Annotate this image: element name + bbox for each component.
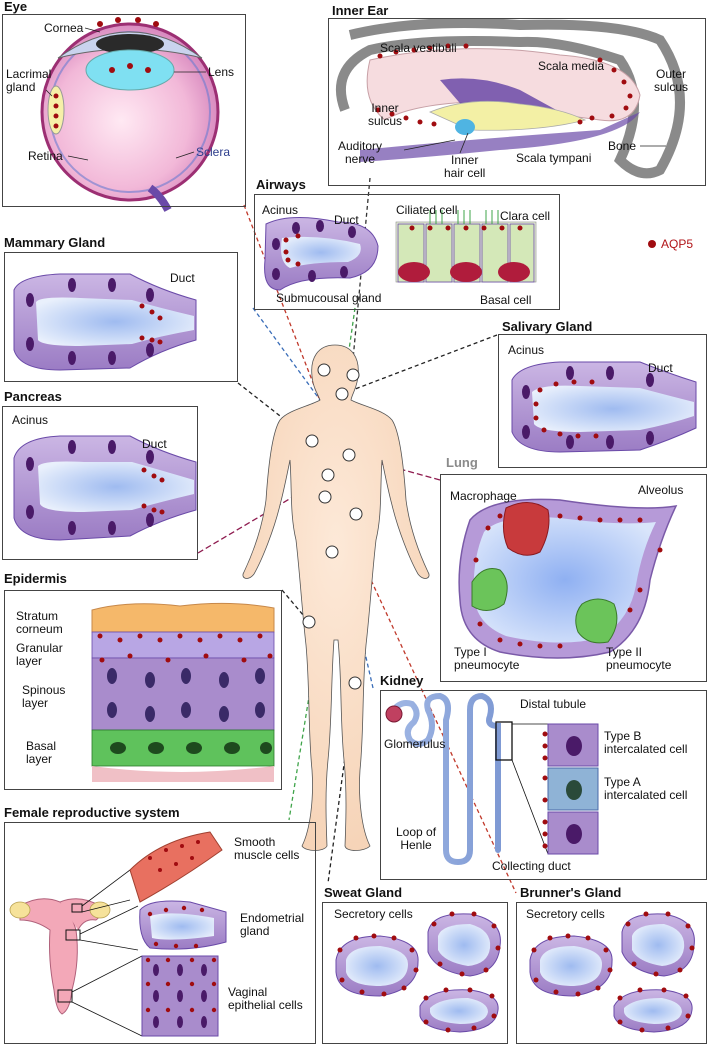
aqp5-legend-label: AQP5 [661,237,694,251]
lung-macrophage-label: Macrophage [450,489,517,503]
epidermis-basal-label: Basal layer [26,739,57,766]
pancreas-acinus-label: Acinus [12,413,49,427]
female-reproductive-illustration [9,831,227,1037]
inner-ear-title: Inner Ear [332,3,389,18]
female-endometrial-label: Endometrial gland [240,911,305,938]
body-marker-eye [317,363,331,377]
salivary-gland-illustration [511,361,697,453]
lung-alveolus-label: Alveolus [638,483,684,497]
eye-cornea-label: Cornea [44,21,84,35]
body-marker-reproductive [325,545,339,559]
epidermis-corneum-label: Stratum corneum [16,609,63,636]
body-marker-lung [342,448,356,462]
eye-retina-label: Retina [28,149,63,163]
ear-bone-label: Bone [608,139,637,153]
aqp5-legend-dot [648,240,656,248]
ear-scala-media-label: Scala media [538,59,605,73]
body-marker-mammary [305,434,319,448]
sweat-gland-illustration [335,911,501,1033]
sweat-panel [322,902,508,1044]
body-marker-duodenum [349,507,363,521]
kidney-illustration [389,692,501,866]
ear-outer-sulcus-label: Outer sulcus [654,67,689,94]
female-title: Female reproductive system [4,805,180,820]
airways-submucousal-label: Submucousal gland [276,291,382,305]
brunner-secretory-label: Secretory cells [526,907,605,921]
kidney-details [385,705,599,855]
kidney-glomerulus-label: Glomerulus [384,737,446,751]
female-smooth-muscle-label: Smooth muscle cells [234,835,300,862]
eye-lens-label: Lens [208,65,235,79]
mammary-title: Mammary Gland [4,235,106,250]
salivary-duct-label: Duct [648,361,673,375]
epidermis-illustration [91,602,275,782]
lung-panel [440,474,707,682]
body-marker-kidney [318,490,332,504]
pancreas-panel [2,406,198,560]
ear-scala-vestibuli-label: Scala vestibuli [380,41,457,55]
salivary-title: Salivary Gland [502,319,593,334]
kidney-loop-label: Loop of Henle [396,825,437,852]
mammary-gland-illustration [13,273,197,371]
salivary-panel [498,334,707,468]
body-marker-epidermis [302,615,316,629]
pancreas-title: Pancreas [4,389,62,404]
kidney-distal-tubule-label: Distal tubule [520,697,587,711]
lung-type1-label: Type I pneumocyte [454,645,520,672]
body-silhouette [242,344,430,851]
airways-panel [254,194,560,310]
ear-scala-tympani-label: Scala tympani [516,151,592,165]
airways-acinus-illustration [264,216,379,291]
airways-clara-label: Clara cell [500,209,551,223]
airways-epithelium-illustration [395,210,537,283]
body-marker-salivary [335,387,349,401]
kidney-type-b-label: Type B intercalated cell [604,729,688,756]
body-marker-sweat [348,676,362,690]
lung-title: Lung [446,455,478,470]
eye-panel [2,14,246,207]
brunner-panel [516,902,707,1044]
lung-type2-label: Type II pneumocyte [606,645,672,672]
eye-lacrimal-label: Lacrimal gland [6,67,52,94]
kidney-title: Kidney [380,673,424,688]
epidermis-title: Epidermis [4,571,67,586]
epidermis-panel [4,590,282,790]
epidermis-granular-label: Granular layer [16,641,63,668]
pancreas-illustration [13,435,197,541]
airways-ciliated-label: Ciliated cell [396,203,458,217]
ear-inner-sulcus-label: Inner sulcus [368,101,403,128]
epidermis-spinous-label: Spinous layer [22,683,66,710]
inner-ear-panel [328,18,706,186]
airways-title: Airways [256,177,306,192]
mammary-duct-label: Duct [170,271,195,285]
sweat-secretory-label: Secretory cells [334,907,413,921]
female-panel [4,822,316,1044]
ear-auditory-nerve-label: Auditory nerve [338,139,383,166]
sweat-title: Sweat Gland [324,885,403,900]
salivary-acinus-label: Acinus [508,343,545,357]
female-vaginal-label: Vaginal epithelial cells [228,985,303,1012]
eye-illustration [40,17,220,212]
body-marker-ear [346,368,360,382]
ear-inner-hair-cell-label: Inner hair cell [444,153,486,180]
brunners-gland-illustration [529,911,695,1033]
pancreas-duct-label: Duct [142,437,167,451]
body-marker-pancreas [321,468,335,482]
kidney-collecting-duct-label: Collecting duct [492,859,571,873]
eye-sclera-label: Sclera [196,145,231,159]
eye-title: Eye [4,0,28,14]
airways-basal-label: Basal cell [480,293,532,307]
kidney-panel [380,690,707,880]
brunner-title: Brunner's Gland [520,885,622,900]
airways-duct-label: Duct [334,213,359,227]
lung-illustration [458,498,678,659]
mammary-panel [4,252,238,382]
kidney-type-a-label: Type A intercalated cell [604,775,688,802]
airways-acinus-label: Acinus [262,203,299,217]
inner-ear-illustration [336,17,685,179]
